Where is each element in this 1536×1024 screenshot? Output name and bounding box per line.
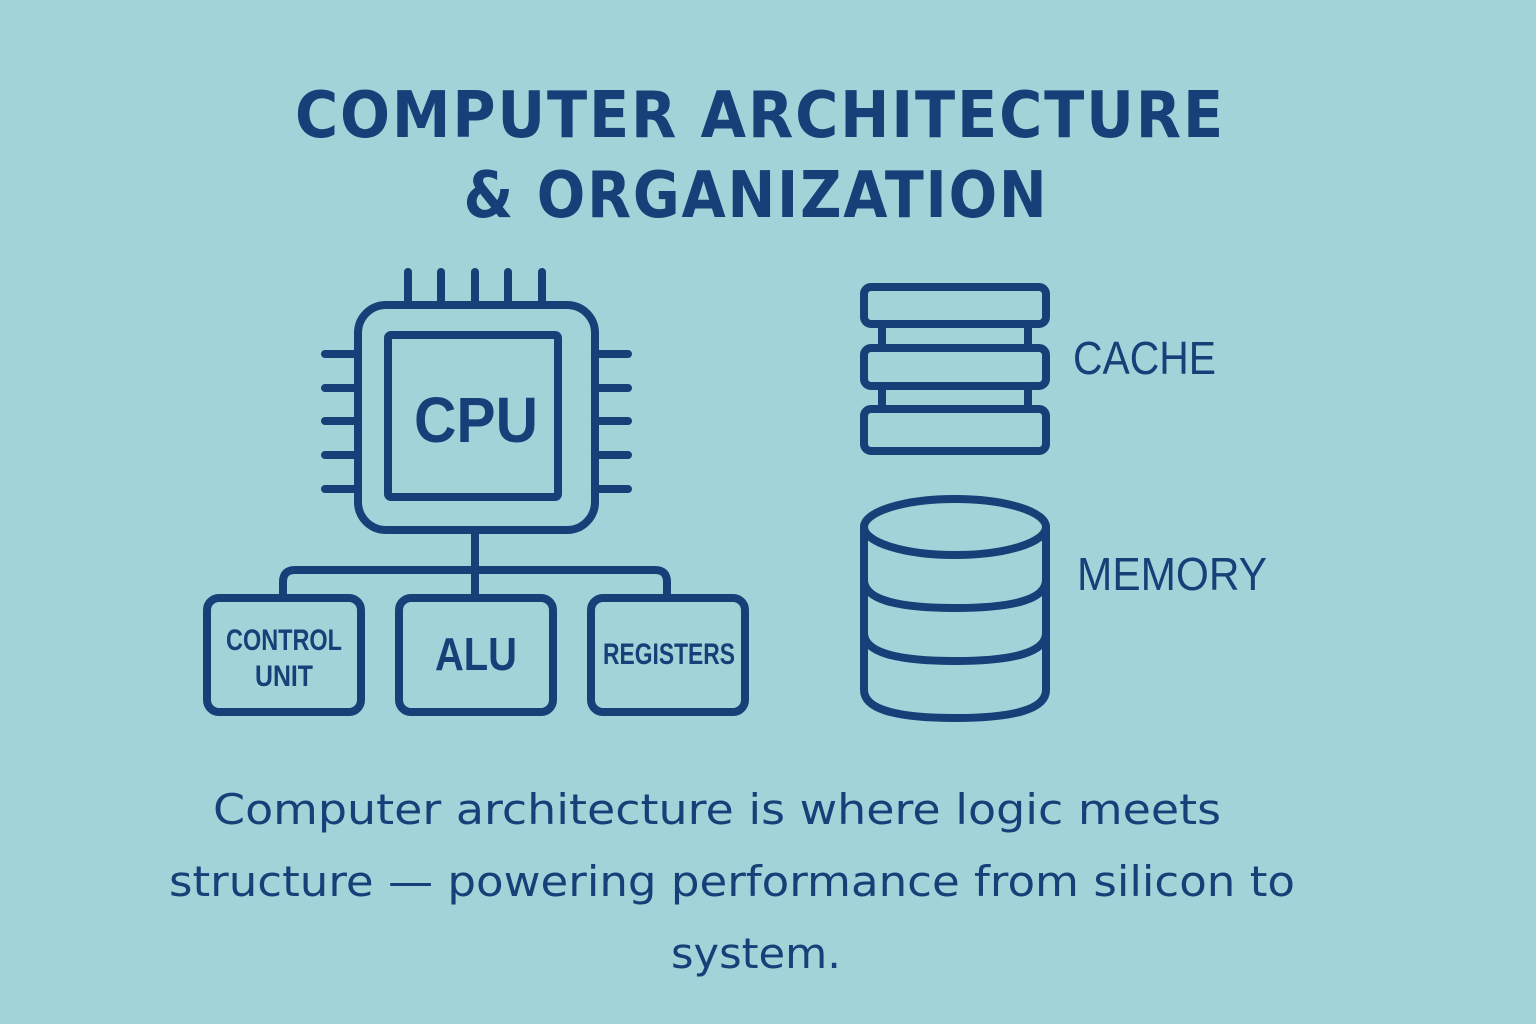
title-line-2: & ORGANIZATION	[464, 159, 1049, 233]
control-unit-label-1: CONTROL	[226, 624, 342, 657]
connector-lines	[279, 526, 671, 602]
caption-line-1: Computer architecture is where logic mee…	[213, 785, 1221, 834]
registers-box: REGISTERS	[587, 594, 749, 716]
registers-label: REGISTERS	[603, 638, 735, 671]
alu-box: ALU	[395, 594, 557, 716]
cpu-chip-icon: CPU	[321, 268, 632, 534]
caption-line-2: structure — powering performance from si…	[169, 857, 1295, 906]
caption-line-3: system.	[671, 929, 841, 978]
cpu-label: CPU	[414, 384, 538, 456]
title-line-1: COMPUTER ARCHITECTURE	[295, 79, 1225, 153]
control-unit-box: CONTROL UNIT	[203, 594, 365, 716]
control-unit-label-2: UNIT	[255, 660, 313, 693]
cache-label: CACHE	[1073, 332, 1216, 384]
memory-database-icon	[860, 495, 1050, 722]
alu-label: ALU	[435, 628, 517, 680]
cache-icon	[860, 283, 1050, 455]
memory-label: MEMORY	[1077, 548, 1267, 600]
